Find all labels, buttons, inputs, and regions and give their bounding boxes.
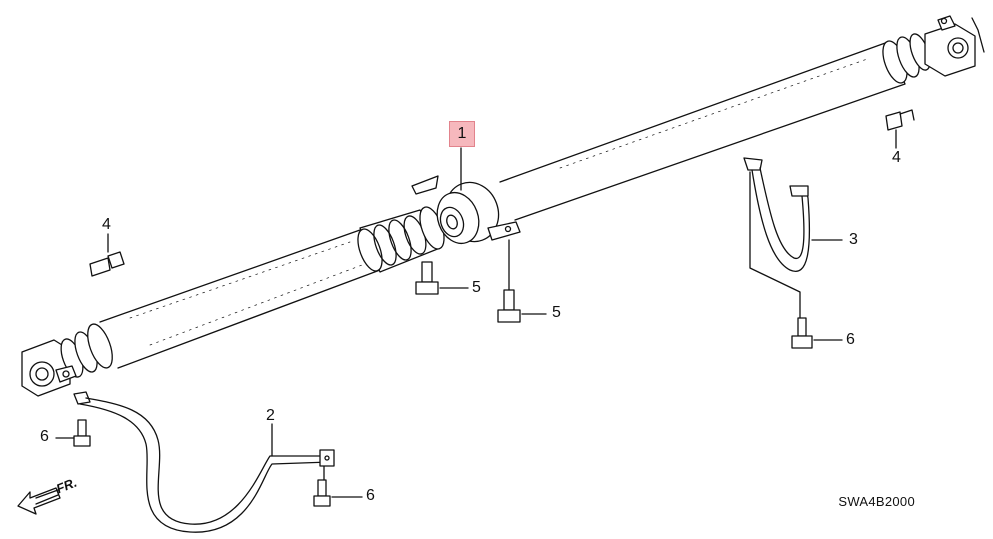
callout-6-strap-left: 6 xyxy=(40,428,49,445)
center-bearing xyxy=(411,175,521,245)
bolt-5-center xyxy=(415,261,469,295)
callout-6-bracket: 6 xyxy=(846,331,855,348)
bolt-6-bracket xyxy=(791,317,843,349)
bolt-6-strap-left xyxy=(55,419,91,447)
callout-4-front: 4 xyxy=(102,216,111,233)
bolt-4-front xyxy=(89,233,125,277)
callout-6-strap-right: 6 xyxy=(366,487,375,504)
bolt-4-rear xyxy=(885,109,915,149)
bolt-6-strap-right xyxy=(313,459,363,507)
front-direction-arrow xyxy=(17,487,61,515)
callout-5-center: 5 xyxy=(472,279,481,296)
shaft-strap-2 xyxy=(73,391,335,533)
callout-4-rear: 4 xyxy=(892,149,901,166)
callout-1: 1 xyxy=(449,121,475,147)
propeller-shaft-rear-tube xyxy=(499,41,906,221)
rear-universal-joint xyxy=(882,15,985,84)
diagram-code: SWA4B2000 xyxy=(838,494,915,509)
callout-2: 2 xyxy=(266,407,275,424)
shield-bracket-3 xyxy=(743,157,843,319)
callout-5-bearing: 5 xyxy=(552,304,561,321)
bolt-5-bearing xyxy=(497,239,547,323)
front-universal-joint xyxy=(21,323,113,397)
center-boot xyxy=(357,206,445,273)
callout-3: 3 xyxy=(849,231,858,248)
propeller-shaft-front-tube xyxy=(99,229,381,369)
